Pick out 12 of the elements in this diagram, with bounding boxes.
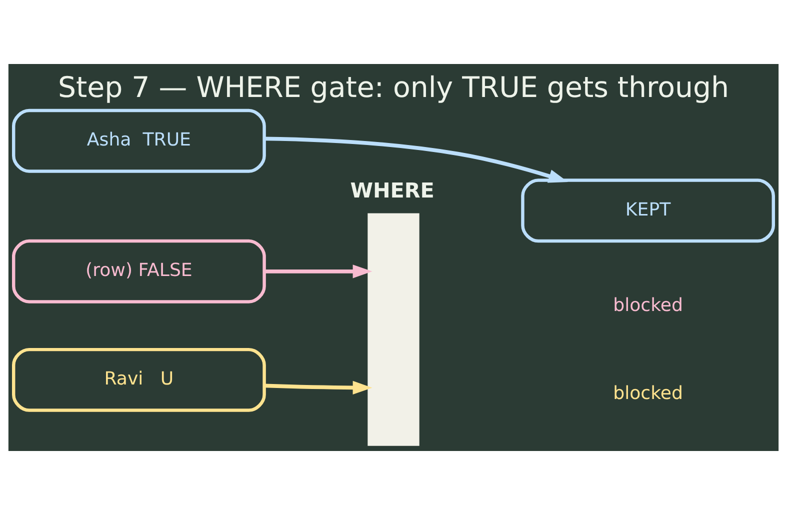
label: blocked <box>613 294 684 316</box>
arrow <box>264 264 372 278</box>
node-box <box>368 212 420 446</box>
node-box: Asha TRUE <box>12 108 266 172</box>
node-box: Ravi U <box>12 347 266 412</box>
node-label: WHERE <box>350 178 434 202</box>
arrow <box>264 380 372 394</box>
label: blocked <box>613 382 684 404</box>
node-box: KEPT <box>521 178 775 242</box>
diagram-title: Step 7 — WHERE gate: only TRUE gets through <box>58 70 730 104</box>
node-box: (row) FALSE <box>12 238 266 303</box>
arrow <box>264 136 568 182</box>
